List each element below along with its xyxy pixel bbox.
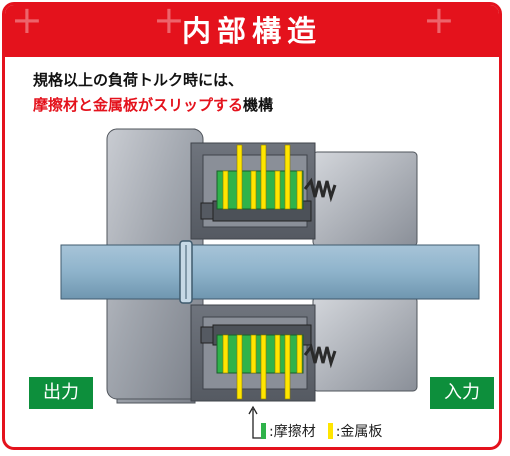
arrow-up-icon [248, 405, 261, 439]
legend-metal-label: :金属板 [335, 424, 383, 440]
cross-mark-icon: + [423, 2, 455, 42]
header-bar: + + + 内部構造 [5, 5, 499, 57]
upper-plate-stack [216, 144, 304, 210]
description-line-1: 規格以上の負荷トルク時には、 [33, 71, 244, 89]
page-title: 内部構造 [181, 14, 322, 48]
structure-panel: + + + 内部構造 規格以上の負荷トルク時には、 摩擦材と金属板がスリップする… [2, 2, 502, 450]
spring-icon [303, 177, 337, 369]
description-rest: 機構 [243, 96, 274, 114]
cross-mark-icon: + [11, 2, 43, 42]
clutch-cross-section [60, 128, 480, 439]
input-label: 入力 [430, 377, 494, 409]
description-line-2: 摩擦材と金属板がスリップする機構 [33, 93, 273, 118]
legend: :摩擦材 :金属板 [243, 421, 382, 441]
lower-plate-stack [216, 334, 304, 400]
friction-swatch [261, 423, 266, 439]
description: 規格以上の負荷トルク時には、 摩擦材と金属板がスリップする機構 [33, 68, 273, 118]
legend-friction-label: :摩擦材 [269, 424, 316, 440]
description-highlight: 摩擦材と金属板がスリップする [33, 96, 244, 114]
cross-mark-icon: + [153, 2, 185, 42]
input-hub-lower [312, 296, 418, 392]
metal-swatch [327, 423, 333, 439]
output-label: 出力 [29, 377, 93, 409]
input-hub-upper [312, 151, 418, 247]
shaft [60, 244, 480, 300]
